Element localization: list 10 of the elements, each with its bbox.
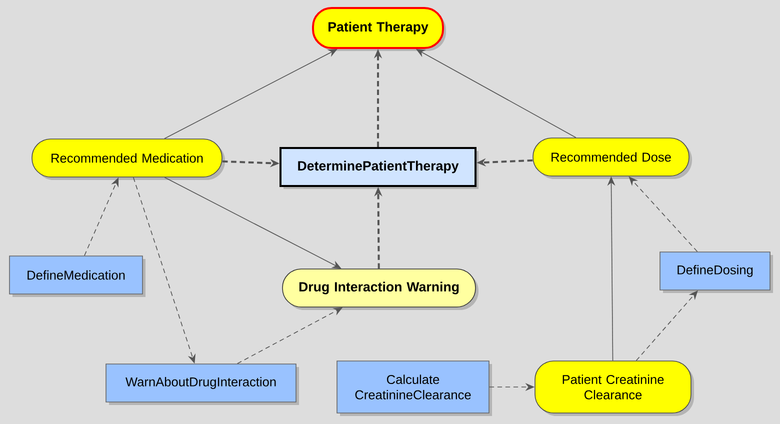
task-box: Calculate CreatinineClearance <box>336 360 492 416</box>
data-pill: Recommended Dose <box>532 138 692 179</box>
process-box: DeterminePatientTherapy <box>280 147 479 189</box>
task-box: DefineMedication <box>9 256 146 297</box>
task-box: DefineDosing <box>660 252 774 293</box>
task-box: WarnAboutDrugInteraction <box>106 364 299 405</box>
goal-pill: Patient Therapy <box>312 7 446 51</box>
warning-pill: Drug Interaction Warning <box>282 268 479 310</box>
data-pill: Recommended Medication <box>32 138 225 180</box>
data-pill: Patient Creatinine Clearance <box>534 360 694 416</box>
